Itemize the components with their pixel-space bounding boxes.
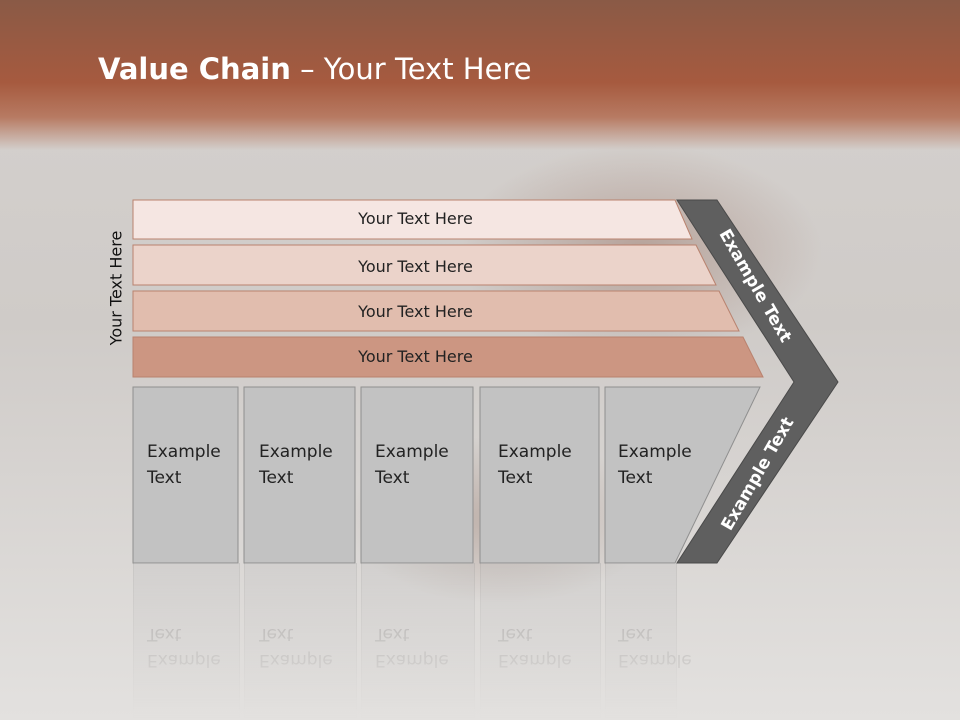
bar-2 [132, 244, 717, 286]
reflection-inner: Example Text Example Text Example Text Exam… [0, 563, 960, 720]
cell-2 [243, 386, 356, 564]
margin-chevron [676, 199, 839, 564]
bar-3 [132, 290, 740, 332]
reflection-line1: Example [498, 650, 572, 670]
cell-line2: Text [498, 468, 533, 488]
cell-line2: Text [147, 468, 182, 488]
reflection-line2: Text [259, 624, 294, 644]
bar-1 [132, 199, 693, 240]
reflection-line2: Text [498, 624, 533, 644]
reflection-line1: Example [147, 650, 221, 670]
reflection-text: Example Text [498, 621, 572, 673]
cell-line1: Example [147, 442, 221, 462]
bar-label-2: Your Text Here [358, 257, 473, 276]
reflection-text: Example Text [375, 621, 449, 673]
cell-line1: Example [498, 442, 572, 462]
reflection: Example Text Example Text Example Text Exam… [0, 563, 960, 720]
bar-4 [132, 336, 764, 378]
reflection-line1: Example [618, 650, 692, 670]
slide-title: Value Chain – Your Text Here [98, 52, 532, 86]
cell-line2: Text [375, 468, 410, 488]
title-rest: – Your Text Here [290, 52, 532, 86]
bar-label-3: Your Text Here [358, 302, 473, 321]
reflection-line2: Text [375, 624, 410, 644]
cell-line1: Example [618, 442, 692, 462]
title-band [0, 0, 960, 150]
cell-line1: Example [375, 442, 449, 462]
reflection-text: Example Text [259, 621, 333, 673]
reflection-text: Example Text [618, 621, 692, 673]
cell-1 [132, 386, 239, 564]
cell-5 [604, 386, 761, 564]
title-bold: Value Chain [98, 52, 291, 86]
bar-label-4: Your Text Here [358, 347, 473, 366]
cell-line2: Text [259, 468, 294, 488]
reflection-line2: Text [618, 624, 653, 644]
cell-line2: Text [618, 468, 653, 488]
reflection-text: Example Text [147, 621, 221, 673]
reflection-line2: Text [147, 624, 182, 644]
cell-line1: Example [259, 442, 333, 462]
reflection-line1: Example [259, 650, 333, 670]
cell-3 [360, 386, 474, 564]
cell-4 [479, 386, 600, 564]
bar-label-1: Your Text Here [358, 209, 473, 228]
reflection-line1: Example [375, 650, 449, 670]
